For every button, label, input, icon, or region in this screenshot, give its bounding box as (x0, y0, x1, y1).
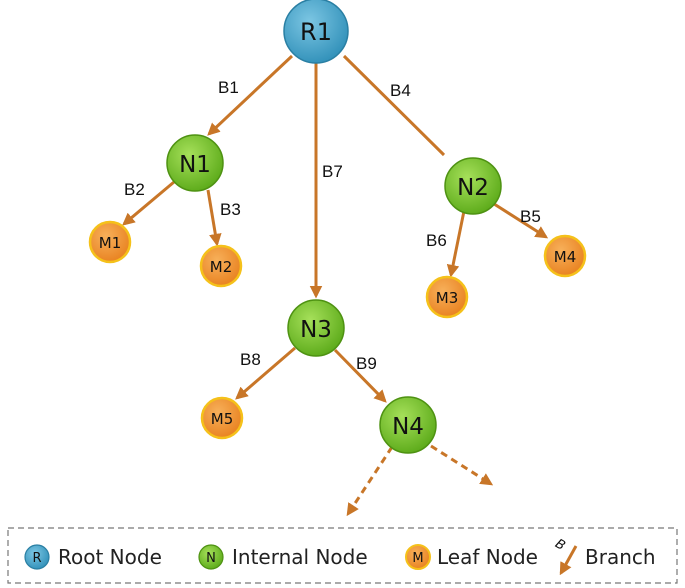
edge-b2 (122, 180, 175, 226)
legend-root-label: Root Node (58, 545, 162, 569)
edge-b6 (446, 210, 466, 278)
node-label-m3: M3 (436, 289, 459, 307)
node-n4: N4 (379, 396, 437, 454)
node-label-m5: M5 (211, 410, 234, 428)
edge-label-b7: B7 (322, 162, 343, 181)
legend-leaf-symbol: M (412, 551, 423, 566)
node-n3: N3 (287, 299, 345, 357)
edge-b3 (206, 189, 222, 247)
node-n2: N2 (444, 157, 502, 215)
node-m5: M5 (200, 396, 244, 440)
legend-root-symbol: R (32, 551, 41, 566)
edge-label-b5: B5 (520, 207, 541, 226)
legend-leaf-icon: M (405, 544, 431, 570)
node-label-n3: N3 (300, 317, 332, 343)
edge-label-b2: B2 (124, 180, 145, 199)
node-label-n4: N4 (392, 414, 424, 440)
edge-label-b6: B6 (426, 231, 447, 250)
node-label-n1: N1 (179, 152, 211, 178)
edge-label-b4: B4 (390, 81, 411, 100)
node-m2: M2 (199, 244, 243, 288)
legend-branch-label: Branch (585, 545, 656, 569)
edge-n4-left-dashed (346, 446, 394, 517)
edge-label-b3: B3 (220, 200, 241, 219)
edge-b1 (207, 54, 294, 136)
edge-b9 (333, 348, 387, 403)
node-n1: N1 (166, 134, 224, 192)
edge-label-b1: B1 (218, 78, 239, 97)
legend: R Root Node N Internal Node M Leaf Node … (7, 527, 678, 584)
node-label-n2: N2 (457, 175, 489, 201)
legend-internal-icon: N (198, 544, 224, 570)
node-r1: R1 (283, 0, 349, 64)
legend-root-icon: R (24, 544, 50, 570)
node-m4: M4 (543, 234, 587, 278)
edge-b5 (490, 200, 549, 239)
legend-leaf-label: Leaf Node (437, 545, 538, 569)
node-label-m4: M4 (554, 248, 577, 266)
node-m1: M1 (88, 220, 132, 264)
legend-internal-label: Internal Node (232, 545, 368, 569)
edge-n4-right-dashed (430, 444, 494, 486)
edge-b8 (235, 346, 296, 400)
node-m3: M3 (425, 275, 469, 319)
legend-internal-symbol: N (206, 551, 216, 566)
edge-label-b9: B9 (356, 354, 377, 373)
node-label-m2: M2 (210, 258, 233, 276)
node-label-m1: M1 (99, 234, 122, 252)
edge-b4 (342, 54, 446, 157)
edge-label-b8: B8 (240, 350, 261, 369)
node-label-r1: R1 (300, 18, 332, 46)
